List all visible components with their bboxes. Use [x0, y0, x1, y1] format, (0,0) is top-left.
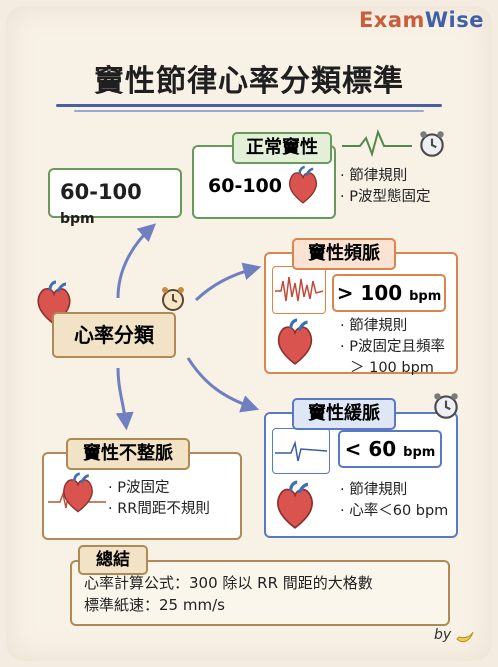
- list-item: · 節律規則: [340, 168, 408, 184]
- list-item: · P波固定且頻率: [340, 339, 445, 355]
- alarm-clock-icon: [416, 128, 448, 164]
- footer-by: by: [434, 627, 452, 643]
- normal-bullet-list: · 節律規則 · P波型態固定: [340, 166, 430, 208]
- brady-header: 竇性緩脈: [292, 398, 396, 430]
- normal-sinus-header: 正常竇性: [232, 132, 332, 164]
- brand-prefix: Exam: [358, 8, 425, 32]
- brand-suffix: Wise: [424, 8, 484, 32]
- page-title: 竇性節律心率分類標準: [94, 64, 404, 99]
- left-range-unit: bpm: [60, 211, 95, 227]
- summary-line-formula: 心率計算公式：300 除以 RR 間距的大格數: [84, 574, 373, 592]
- ecg-tachy-panel: [272, 266, 326, 314]
- tachy-bullet-list: · 節律規則 · P波固定且頻率 ＞ 100 bpm: [340, 316, 445, 379]
- list-item: · 心率＜60 bpm: [340, 503, 449, 519]
- ecg-wave-icon: [342, 128, 412, 158]
- title-underline-secondary: [74, 110, 424, 112]
- list-item: · P波型態固定: [340, 189, 431, 205]
- left-range-box: 60-100 bpm: [48, 168, 182, 227]
- list-item: · RR間距不規則: [108, 501, 210, 517]
- tachy-header: 竇性頻脈: [292, 238, 396, 270]
- tachy-card: > 100 bpm · 節律規則 · P波固定且頻率 ＞ 100 bpm: [264, 252, 458, 376]
- summary-lines: 心率計算公式：300 除以 RR 間距的大格數 標準紙速：25 mm/s: [84, 572, 373, 616]
- brady-unit: bpm: [403, 445, 436, 460]
- heart-ecg-icon: [48, 468, 106, 520]
- list-item: · 節律規則: [340, 318, 408, 334]
- normal-sinus-value: 60-100: [208, 175, 282, 197]
- arrow-to-tachy: [194, 262, 262, 302]
- center-category-node: 心率分類: [52, 312, 176, 358]
- summary-line-paper-speed: 標準紙速：25 mm/s: [84, 596, 225, 614]
- alarm-clock-icon: [158, 284, 188, 318]
- brady-value: < 60: [344, 437, 397, 461]
- summary-header: 總結: [78, 545, 148, 575]
- tachy-value-box: > 100 bpm: [332, 274, 446, 312]
- list-item: · P波固定: [108, 480, 170, 496]
- ecg-brady-panel: [272, 428, 330, 474]
- irregular-bullet-list: · P波固定 · RR間距不規則: [108, 478, 210, 520]
- alarm-clock-icon: [430, 390, 462, 426]
- brand-logo: ExamWise: [359, 8, 484, 32]
- list-item: · 節律規則: [340, 482, 408, 498]
- heart-icon: [272, 480, 328, 530]
- brady-card: < 60 bpm · 節律規則 · 心率＜60 bpm: [264, 412, 458, 538]
- heart-icon: [286, 165, 320, 209]
- brady-value-box: < 60 bpm: [338, 430, 442, 468]
- brady-bullet-list: · 節律規則 · 心率＜60 bpm: [340, 480, 448, 522]
- banana-icon: [454, 624, 476, 650]
- left-range-value: 60-100: [60, 180, 142, 204]
- arrow-to-irregular: [115, 367, 134, 431]
- title-underline: [56, 104, 442, 107]
- arrow-to-brady: [186, 357, 260, 413]
- tachy-value: > 100: [336, 281, 403, 305]
- irregular-header: 竇性不整脈: [66, 438, 190, 470]
- heart-icon: [272, 318, 324, 366]
- tachy-unit: bpm: [409, 289, 442, 304]
- arrow-to-left-box: [116, 223, 157, 299]
- list-item: ＞ 100 bpm: [350, 360, 434, 376]
